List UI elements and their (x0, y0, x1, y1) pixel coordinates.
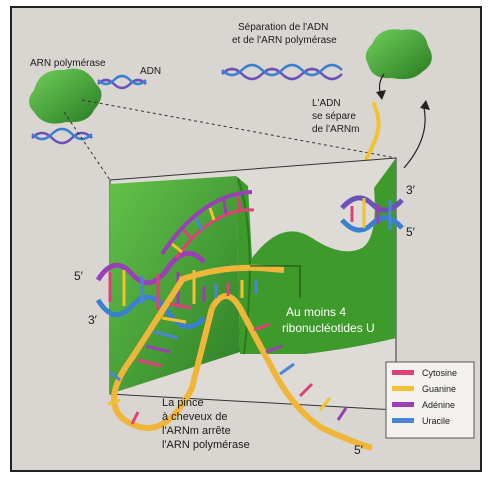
label-five-prime-left: 5′ (74, 269, 84, 283)
svg-text:Uracile: Uracile (422, 416, 450, 426)
legend: Cytosine Guanine Adénine Uracile (386, 362, 474, 438)
label-dna-release-1: L'ADN (312, 98, 341, 109)
label-dna-release-2: se sépare (312, 111, 356, 122)
label-five-prime-right: 5′ (406, 225, 416, 239)
label-hairpin-1: La pince (162, 397, 204, 409)
svg-text:Guanine: Guanine (422, 384, 456, 394)
label-five-prime-bottom: 5′ (354, 443, 364, 457)
label-hairpin-2: à cheveux de (162, 411, 227, 423)
svg-text:Adénine: Adénine (422, 400, 455, 410)
label-polymerase-top: ARN polymérase (30, 58, 106, 69)
arrow-curve-up (404, 108, 425, 168)
label-hairpin-4: l'ARN polymérase (162, 439, 250, 451)
label-dna-top: ADN (140, 66, 161, 77)
termination-diagram: ARN polymérase ADN Séparation de l'ADN e… (12, 8, 480, 470)
label-u-nucleotides-2: ribonucléotides U (282, 321, 375, 335)
label-hairpin-3: l'ARNm arrête (162, 425, 231, 437)
figure-frame: ARN polymérase ADN Séparation de l'ADN e… (10, 6, 482, 472)
callout-line-left (64, 112, 110, 180)
svg-text:Cytosine: Cytosine (422, 368, 457, 378)
polymerase-small-left (29, 69, 146, 143)
label-separation-1: Séparation de l'ADN (238, 22, 328, 33)
polymerase-small-right (366, 29, 432, 79)
label-three-prime-left: 3′ (88, 313, 98, 327)
separated-dna (222, 65, 342, 79)
released-mrna (366, 104, 379, 160)
label-three-prime-right: 3′ (406, 183, 416, 197)
label-dna-release-3: de l'ARNm (312, 124, 359, 135)
label-u-nucleotides-1: Au moins 4 (286, 305, 346, 319)
label-separation-2: et de l'ARN polymérase (232, 35, 337, 46)
